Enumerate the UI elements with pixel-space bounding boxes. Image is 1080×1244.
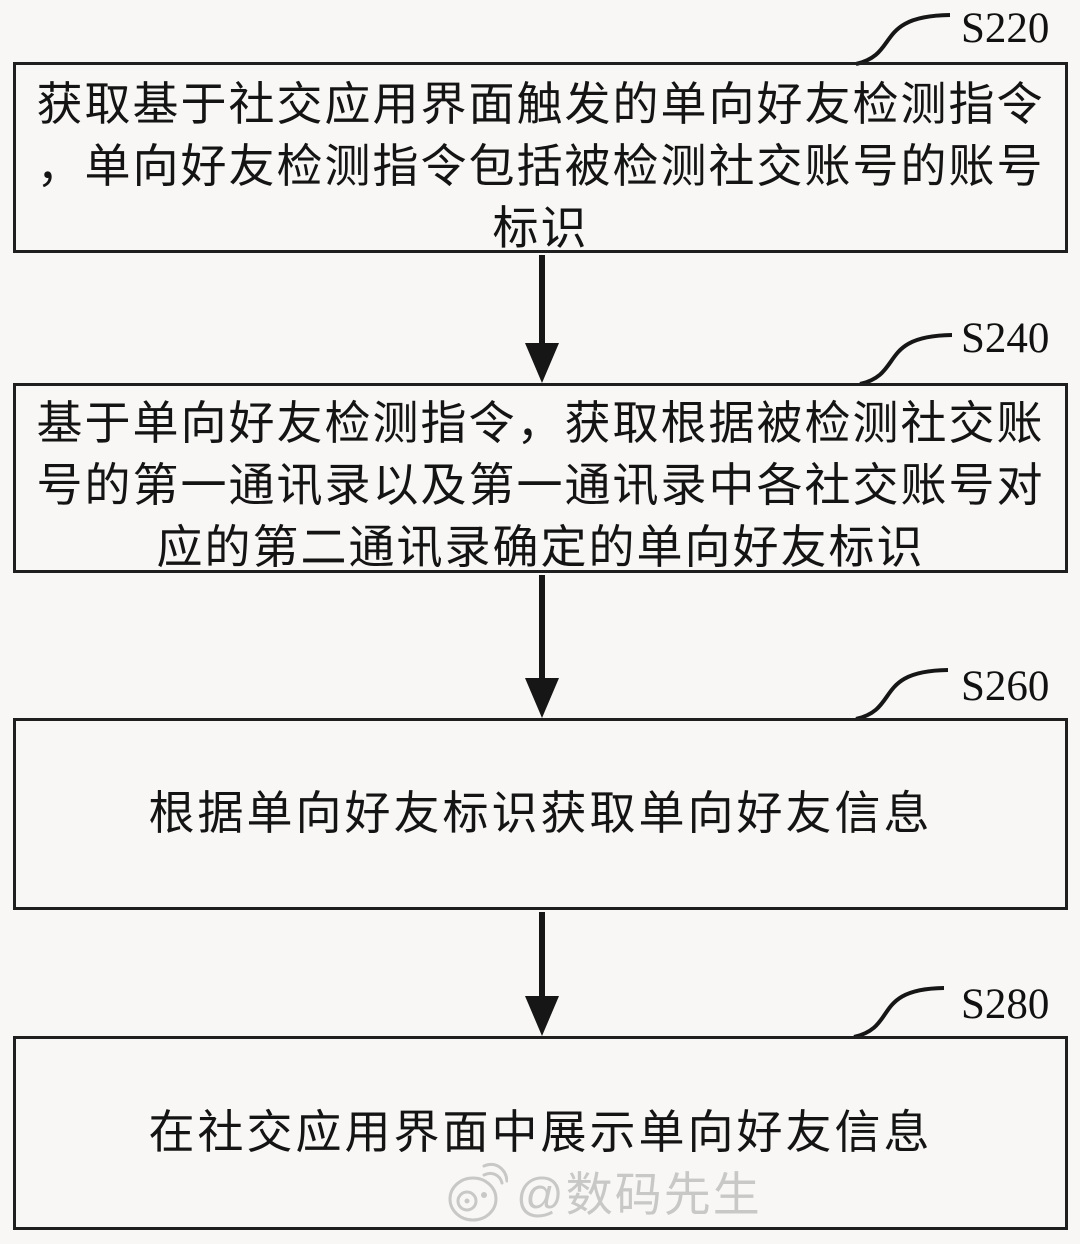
step-text-line: 号的第一通讯录以及第一通讯录中各社交账号对 bbox=[36, 460, 1045, 511]
step-label-s280: S280 bbox=[961, 981, 1050, 1028]
watermark: @数码先生 bbox=[446, 1156, 762, 1225]
step-text-line: ，单向好友检测指令包括被检测社交账号的账号 bbox=[36, 141, 1045, 192]
watermark-text: @数码先生 bbox=[516, 1168, 762, 1221]
leader-line-s260 bbox=[855, 668, 949, 721]
step-label-s260: S260 bbox=[961, 663, 1050, 710]
down-arrow-icon bbox=[525, 575, 559, 718]
step-text-line: 应的第二通讯录确定的单向好友标识 bbox=[156, 522, 925, 573]
step-box-s260: 根据单向好友标识获取单向好友信息 bbox=[13, 718, 1068, 910]
leader-line-s240 bbox=[859, 333, 953, 386]
down-arrow-icon bbox=[525, 912, 559, 1036]
step-text-line: 基于单向好友检测指令，获取根据被检测社交账 bbox=[36, 398, 1045, 449]
step-label-s220: S220 bbox=[961, 5, 1050, 52]
down-arrow-icon bbox=[525, 255, 559, 383]
step-text-line: 在社交应用界面中展示单向好友信息 bbox=[148, 1107, 933, 1158]
leader-line-s280 bbox=[853, 986, 945, 1039]
step-label-s240: S240 bbox=[961, 315, 1050, 362]
leader-line-s220 bbox=[855, 13, 951, 66]
step-text-line: 获取基于社交应用界面触发的单向好友检测指令 bbox=[36, 79, 1045, 130]
weibo-icon bbox=[448, 1162, 508, 1221]
step-box-s280: 在社交应用界面中展示单向好友信息 bbox=[13, 1036, 1068, 1230]
step-text-line: 根据单向好友标识获取单向好友信息 bbox=[148, 788, 933, 839]
step-box-s220: 获取基于社交应用界面触发的单向好友检测指令 ，单向好友检测指令包括被检测社交账号… bbox=[13, 62, 1068, 254]
step-box-s240: 基于单向好友检测指令，获取根据被检测社交账 号的第一通讯录以及第一通讯录中各社交… bbox=[13, 383, 1068, 573]
step-text-line: 标识 bbox=[492, 203, 589, 254]
